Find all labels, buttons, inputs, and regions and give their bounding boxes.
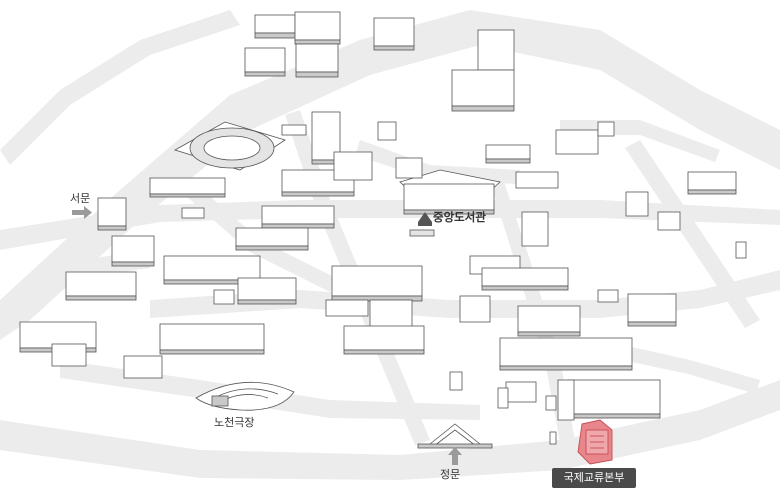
- building-ec-6: [469, 255, 569, 291]
- building-ec-3: [555, 129, 599, 155]
- main-gate-label: 정문: [440, 468, 461, 481]
- building-cw-5: [213, 289, 235, 305]
- building-cw-2: [235, 227, 309, 251]
- building-s-5: [545, 395, 557, 411]
- building-west-2: [111, 235, 155, 267]
- building-small-a: [181, 207, 205, 219]
- building-center-4: [325, 299, 369, 317]
- building-fe-1: [687, 171, 737, 195]
- building-ec-7: [459, 295, 491, 323]
- building-west-3: [65, 271, 137, 301]
- main-gate-structure: [417, 423, 493, 449]
- building-cw-1: [261, 205, 335, 229]
- highlight-tag: 국제교류본부: [552, 468, 636, 488]
- building-ec-1: [485, 144, 531, 164]
- building-cw-7: [123, 355, 163, 379]
- central-library-label: 중앙도서관: [433, 210, 486, 224]
- building-cw-3: [163, 255, 261, 285]
- building-cw-4: [237, 277, 297, 305]
- building-top-3: [244, 47, 286, 77]
- building-ec-2: [515, 171, 559, 189]
- stadium: [149, 121, 286, 198]
- building-fe-6: [735, 241, 747, 259]
- building-fe-4: [597, 289, 619, 303]
- building-ec-4: [597, 121, 615, 137]
- building-s-3: [557, 379, 575, 421]
- building-top-right: [451, 29, 515, 112]
- building-ec-5: [521, 211, 549, 247]
- building-mid-c: [333, 151, 373, 181]
- building-ec-9: [499, 337, 633, 371]
- building-cw-6: [159, 323, 265, 355]
- building-s-2: [567, 379, 661, 419]
- building-mid-d: [377, 121, 397, 141]
- west-gate-label: 서문: [70, 192, 91, 205]
- building-center-1: [331, 265, 423, 302]
- building-fe-3: [657, 211, 681, 231]
- building-s-1: [497, 381, 537, 409]
- building-fe-2: [625, 191, 649, 217]
- building-top-5: [373, 17, 415, 51]
- up-arrow-icon: [448, 447, 462, 465]
- open-air-theater: [195, 381, 295, 411]
- building-s-4: [449, 371, 463, 391]
- building-center-3: [343, 325, 425, 355]
- buildings: [19, 11, 747, 445]
- building-top-2: [294, 11, 341, 45]
- central-library-building: [395, 157, 501, 215]
- building-west-5: [51, 343, 87, 367]
- right-arrow-icon: [72, 206, 92, 219]
- highlight-building[interactable]: [577, 419, 613, 465]
- building-top-1: [254, 14, 296, 39]
- building-fe-5: [627, 293, 677, 327]
- building-top-4: [295, 43, 339, 78]
- building-ec-8: [517, 305, 581, 337]
- library-icon: [418, 212, 432, 226]
- building-s-6: [549, 431, 557, 445]
- building-west-gate: [97, 197, 127, 231]
- open-air-theater-label: 노천극장: [214, 416, 255, 429]
- building-lib-stairs: [409, 229, 435, 237]
